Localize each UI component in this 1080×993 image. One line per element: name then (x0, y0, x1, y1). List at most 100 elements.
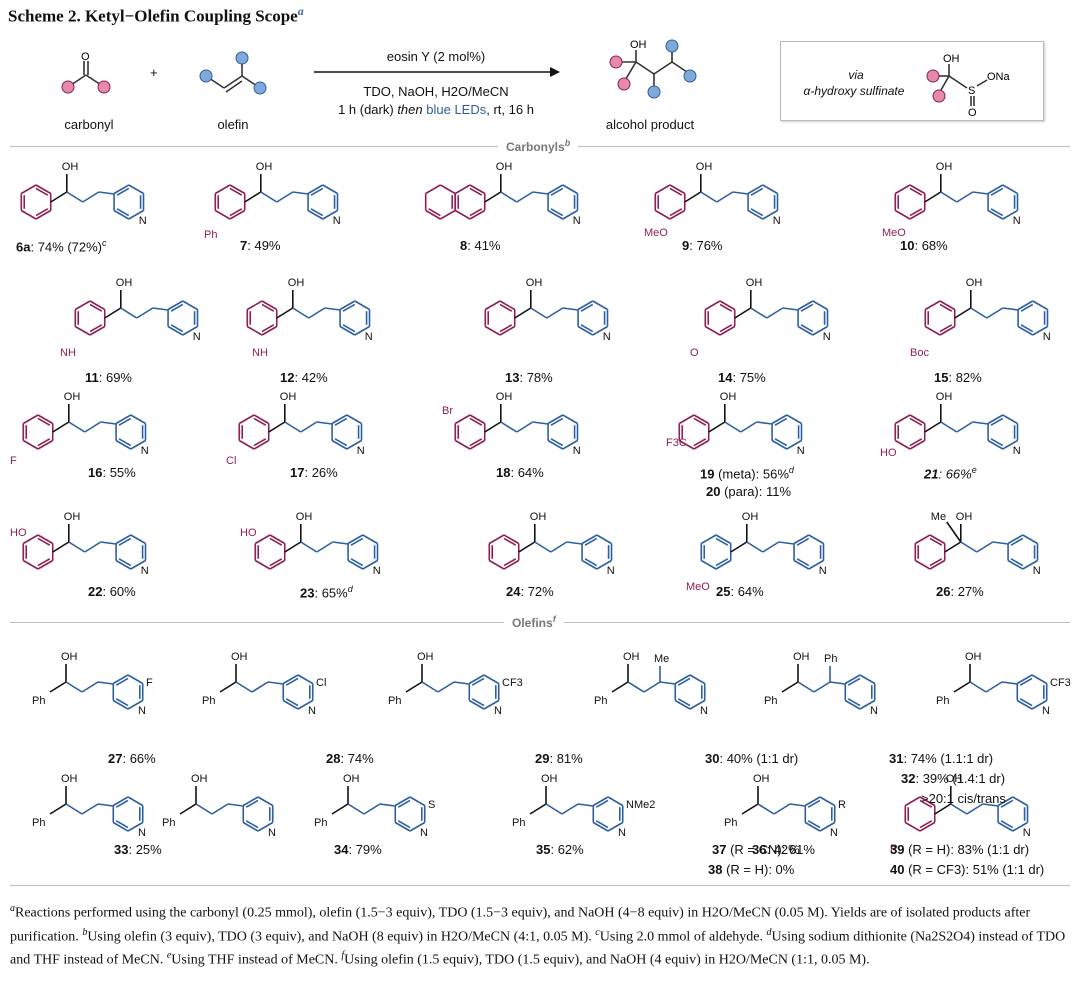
bond (1031, 674, 1048, 685)
bond (844, 699, 861, 710)
footnote-d: Using sodium dithionite (Na2S2O4) instea… (10, 929, 1066, 968)
bond (547, 439, 564, 450)
substituent-label: Br (442, 405, 453, 417)
bond (924, 421, 942, 433)
bond (719, 325, 736, 336)
compound-number: 20 (706, 484, 721, 499)
compound-number: 7 (240, 238, 248, 253)
bond (89, 300, 106, 311)
compound-number: 10 (900, 238, 915, 253)
bond (987, 414, 1004, 425)
oh-label: OH (64, 511, 81, 523)
bond (195, 803, 213, 815)
bond (566, 541, 583, 545)
substituent-label: Ph (204, 229, 217, 241)
bond (437, 681, 455, 693)
compound-number: 19 (700, 466, 715, 482)
ring-substituent-label: R (838, 799, 846, 811)
bond (37, 558, 51, 567)
bond (730, 541, 748, 553)
compound-number: 11 (85, 370, 99, 385)
bond (22, 439, 39, 450)
bond (580, 303, 594, 312)
bond (781, 681, 799, 693)
bond (316, 421, 333, 425)
compound-yield: : 79% (348, 842, 382, 857)
pyridine-n-label: N (830, 827, 838, 839)
bond (970, 307, 988, 319)
bond (972, 191, 989, 195)
bond (924, 191, 942, 203)
bond (716, 191, 734, 203)
bond (1002, 209, 1018, 220)
bond (440, 184, 456, 195)
bond (499, 325, 516, 336)
pyridine-n-label: N (1043, 331, 1051, 343)
bond (499, 303, 513, 312)
ring-substituent-label: F (146, 677, 153, 689)
branch-label: Me (654, 653, 669, 665)
reagent-time: 1 h (dark) then blue LEDs, rt, 16 h (316, 102, 556, 117)
bond (581, 559, 598, 570)
bond (747, 209, 764, 220)
bond (1016, 674, 1033, 685)
footnote-mark-f: f (341, 950, 345, 962)
compound-yield: : 66% (938, 466, 972, 482)
bond (300, 421, 318, 433)
bond (469, 187, 483, 196)
bond (116, 208, 130, 217)
oh-label: OH (417, 651, 434, 663)
bond (339, 300, 356, 311)
olefins-text: Olefins (512, 616, 553, 630)
compound-label-18: 18: 64% (496, 465, 544, 480)
oh-label: OH (623, 651, 640, 663)
bond (84, 541, 102, 553)
bond (689, 699, 706, 710)
bond (229, 209, 246, 220)
bond (454, 184, 471, 195)
bond (68, 421, 86, 433)
compound-yield: : 74% (340, 751, 374, 766)
bond (771, 439, 788, 450)
bond (1017, 325, 1034, 336)
compound-label-26: 26: 27% (936, 584, 984, 599)
bond (704, 325, 721, 336)
compound-yield: : 64% (730, 584, 764, 599)
bond (285, 698, 299, 707)
bond (953, 681, 971, 693)
bond (844, 674, 861, 685)
bond (659, 681, 676, 685)
pyridine-n-label: N (193, 331, 201, 343)
bond (562, 209, 578, 220)
bond (807, 799, 821, 808)
compound-number: 14 (718, 370, 733, 385)
bond (793, 534, 810, 545)
ring-substituent-label: NMe2 (626, 799, 655, 811)
bond (115, 534, 132, 545)
bond (179, 803, 197, 815)
bond (804, 796, 821, 807)
bond (797, 325, 814, 336)
pyridine-n-label: N (333, 215, 341, 227)
bond (929, 534, 946, 545)
bond (346, 414, 362, 425)
bond (919, 796, 936, 807)
bond (894, 209, 911, 220)
bond (693, 438, 707, 447)
compound-number: 38 (708, 862, 723, 877)
oh-label: OH (496, 161, 513, 173)
bond (118, 558, 132, 567)
substituent-label: F (10, 455, 17, 467)
bond (118, 438, 132, 447)
bond (20, 184, 37, 195)
bond (246, 325, 263, 336)
substituent-label: HO (880, 447, 897, 459)
compound-yield: : 39% (1.4:1 dr) (915, 771, 1006, 786)
bond (960, 541, 978, 553)
structure-24: OHN (488, 511, 615, 577)
bond (518, 541, 536, 553)
oh-label: OH (61, 651, 78, 663)
bond (592, 300, 608, 311)
